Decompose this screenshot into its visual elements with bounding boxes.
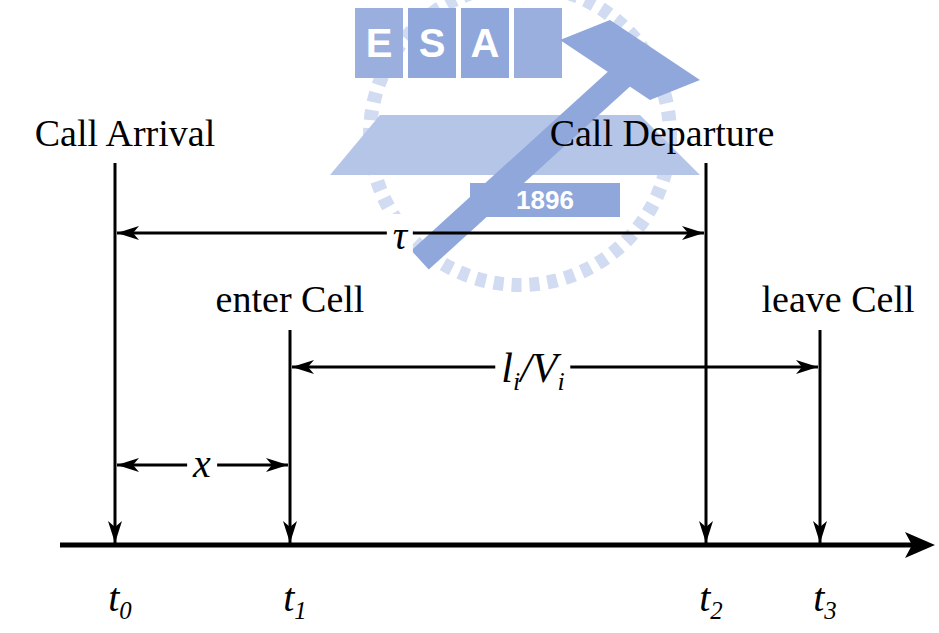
watermark-text: E — [366, 21, 393, 65]
event-label: Call Arrival — [35, 113, 215, 155]
event-label: leave Cell — [762, 279, 915, 321]
event-label: enter Cell — [216, 279, 365, 321]
time-label: t3 — [813, 576, 837, 620]
interval-label: x — [187, 442, 217, 486]
time-label: t0 — [108, 576, 132, 620]
interval-label: τ — [387, 214, 413, 258]
watermark-text: A — [471, 21, 500, 65]
watermark-text: S — [419, 21, 446, 65]
time-label: t1 — [283, 576, 307, 620]
watermark-text: 1896 — [516, 186, 574, 215]
interval-label: li/Vi — [495, 345, 570, 391]
event-label: Call Departure — [550, 113, 775, 155]
time-label: t2 — [699, 576, 723, 620]
